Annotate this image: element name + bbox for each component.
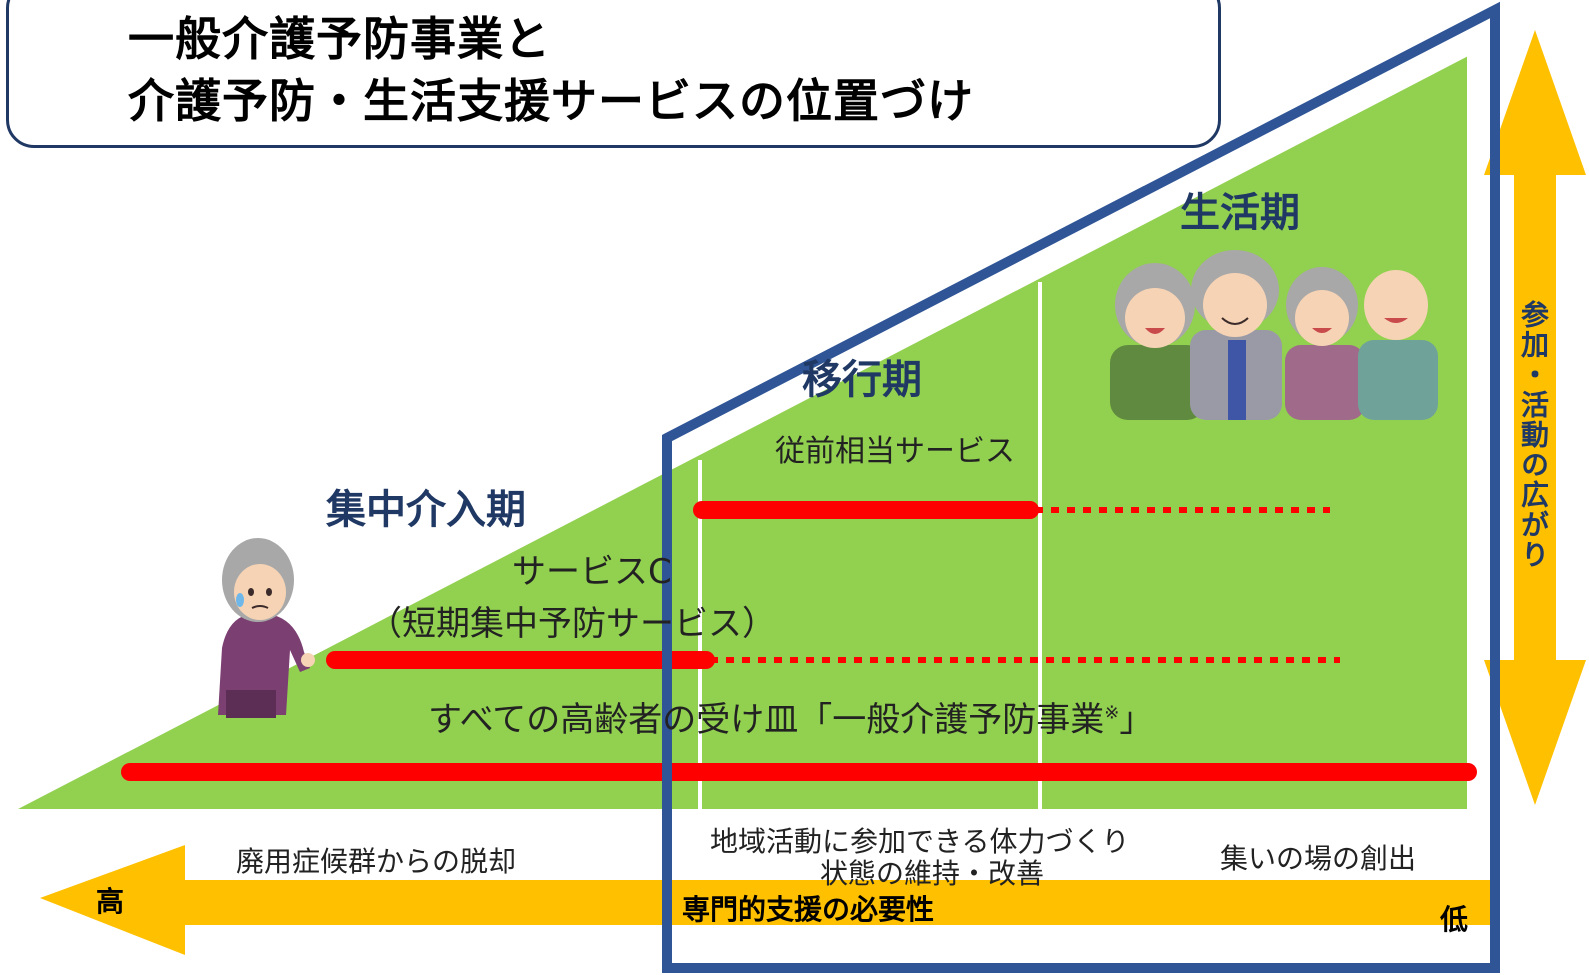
vertical-arrow-caption: 参加・活動の広がり [1517, 300, 1550, 570]
gold-horizontal-arrow [40, 845, 1500, 955]
arrow-low-label: 低 [1440, 903, 1469, 936]
green-triangle [13, 53, 1469, 811]
service-c-label-line2: （短期集中予防サービス） [368, 604, 776, 644]
title-line-2: 介護予防・生活支援サービスの位置づけ [128, 74, 974, 128]
fitness-label-line2: 状態の維持・改善 [820, 857, 1045, 890]
conventional-service-label: 従前相当サービス [775, 434, 1015, 469]
gathering-label: 集いの場の創出 [1220, 842, 1417, 875]
elderly-person-icon [218, 538, 315, 718]
general-service-text: すべての高齢者の受け皿「一般介護予防事業 [428, 700, 1105, 740]
phase-intensive-label: 集中介入期 [326, 487, 526, 533]
service-c-label-line1: サービスC [512, 552, 672, 592]
general-service-label: すべての高齢者の受け皿「一般介護予防事業※」 [428, 703, 1153, 737]
elderly-group-icon [1110, 250, 1438, 420]
fitness-label-line1: 地域活動に参加できる体力づくり [710, 825, 1130, 858]
arrow-caption-label: 専門的支援の必要性 [682, 893, 935, 926]
gold-vertical-arrow [1484, 30, 1586, 805]
title-line-1: 一般介護予防事業と [128, 12, 551, 66]
phase-living-label: 生活期 [1180, 190, 1300, 236]
general-service-mark: ※ [1104, 702, 1120, 724]
phase-transition-label: 移行期 [802, 357, 922, 403]
navy-frame [662, 1, 1500, 973]
disuse-label: 廃用症候群からの脱却 [236, 845, 517, 878]
title-box [6, 0, 1221, 148]
arrow-high-label: 高 [96, 885, 125, 918]
general-service-close: 」 [1119, 700, 1154, 740]
